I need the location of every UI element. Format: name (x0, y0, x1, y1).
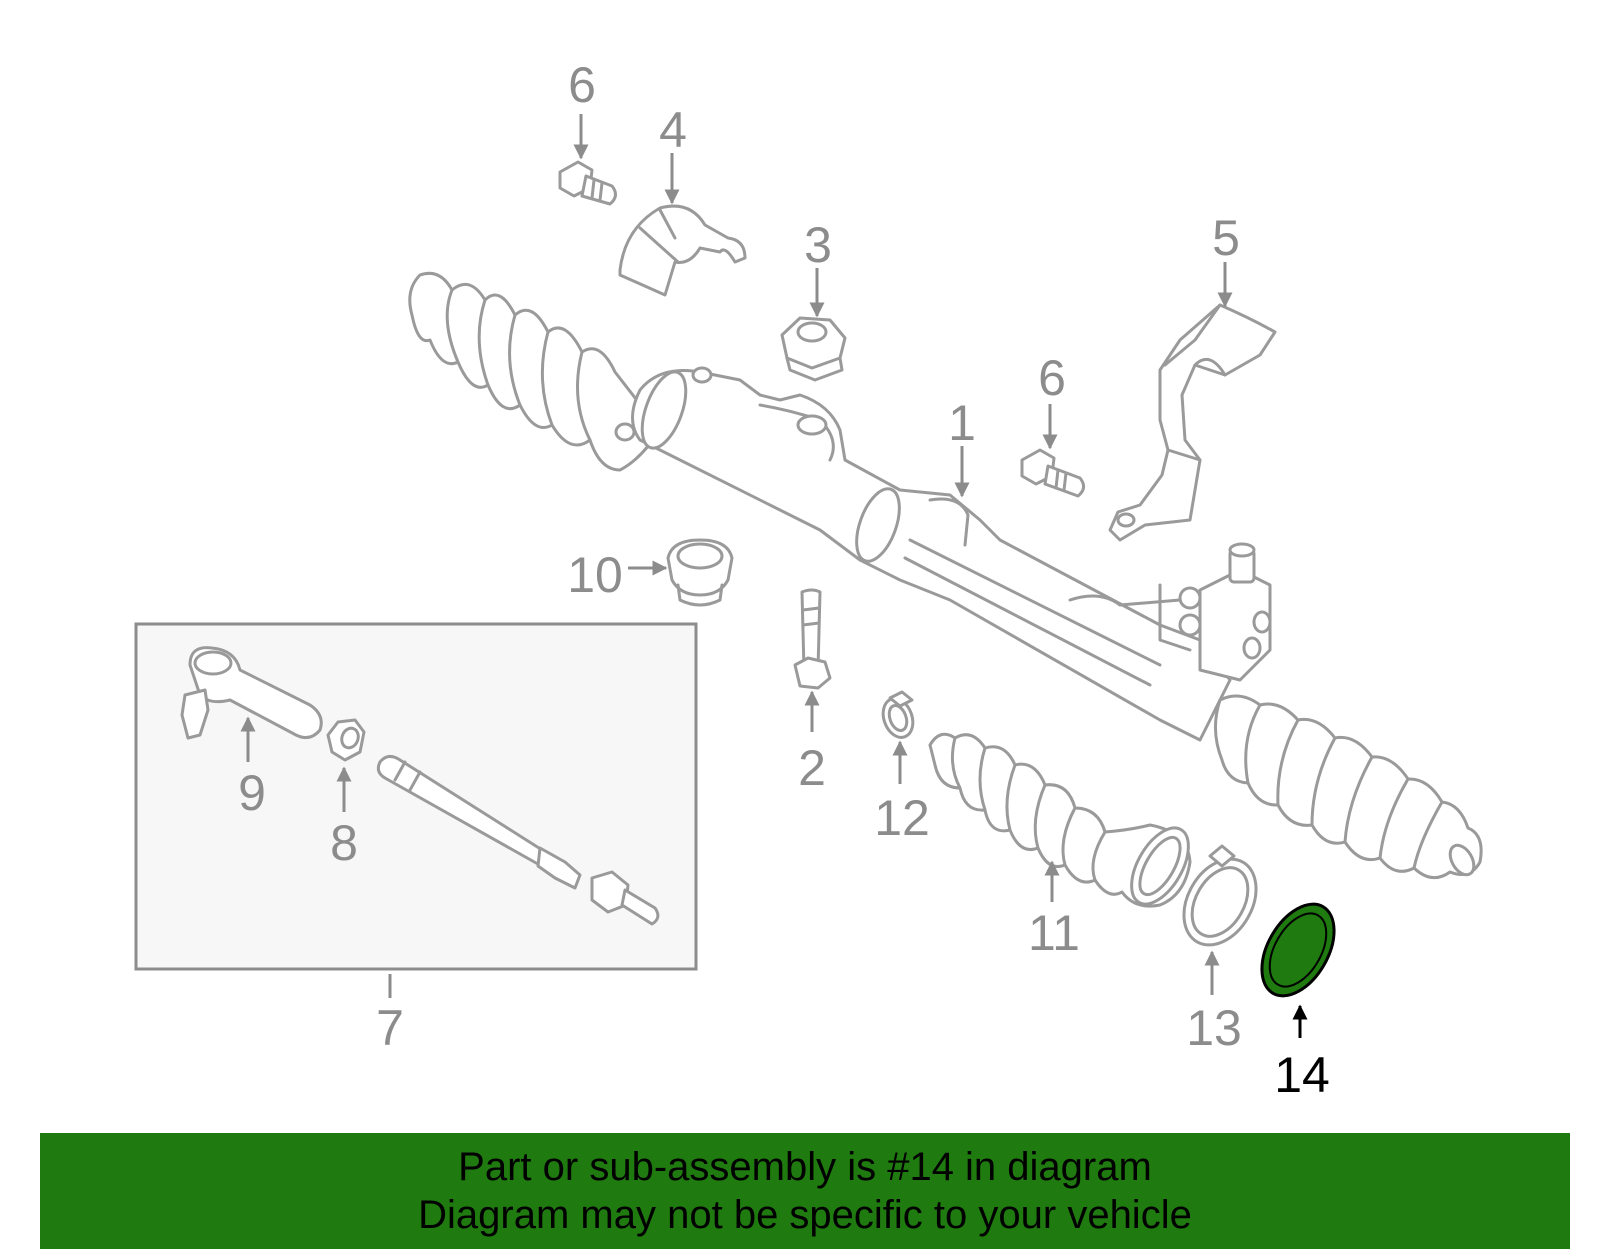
steering-rack-gear (408, 271, 1483, 880)
parts-diagram: 1 2 3 4 5 6 6 7 8 9 10 11 12 13 14 (134, 57, 1483, 1103)
callout-2: 2 (798, 740, 826, 796)
callout-13: 13 (1186, 1000, 1242, 1056)
pinion-valve-housing (1178, 542, 1272, 682)
info-banner: Part or sub-assembly is #14 in diagram D… (40, 1133, 1570, 1249)
callout-3: 3 (804, 217, 832, 273)
left-boot-bellows (408, 271, 662, 472)
boot (928, 732, 1192, 908)
bushing (666, 538, 734, 607)
callout-6-top: 6 (568, 57, 596, 113)
jam-nut (326, 718, 366, 762)
inner-tie-rod (376, 755, 660, 926)
tie-rod-end (180, 646, 323, 740)
right-boot-bellows (1214, 694, 1483, 880)
callout-7: 7 (376, 1000, 404, 1056)
callout-11: 11 (1028, 905, 1080, 961)
callout-12: 12 (874, 790, 930, 846)
flange-nut (780, 316, 847, 382)
highlighted-part-14[interactable] (1247, 892, 1349, 1009)
heat-shield (1108, 303, 1277, 542)
large-clamp (1182, 844, 1258, 947)
callout-6-right: 6 (1038, 350, 1066, 406)
mounting-bracket (618, 204, 747, 297)
callout-8: 8 (330, 815, 358, 871)
callout-5: 5 (1212, 210, 1240, 266)
bolt-6-right (1020, 448, 1085, 498)
banner-line-2: Diagram may not be specific to your vehi… (418, 1193, 1192, 1237)
callout-4: 4 (659, 102, 687, 158)
long-bolt (793, 588, 832, 690)
callout-10: 10 (567, 547, 623, 603)
banner-line-1: Part or sub-assembly is #14 in diagram (458, 1145, 1152, 1189)
bolt-6-top (558, 160, 617, 206)
callout-1: 1 (948, 395, 976, 451)
callout-14: 14 (1274, 1047, 1330, 1103)
small-clamp (881, 690, 915, 739)
callout-9: 9 (238, 765, 266, 821)
